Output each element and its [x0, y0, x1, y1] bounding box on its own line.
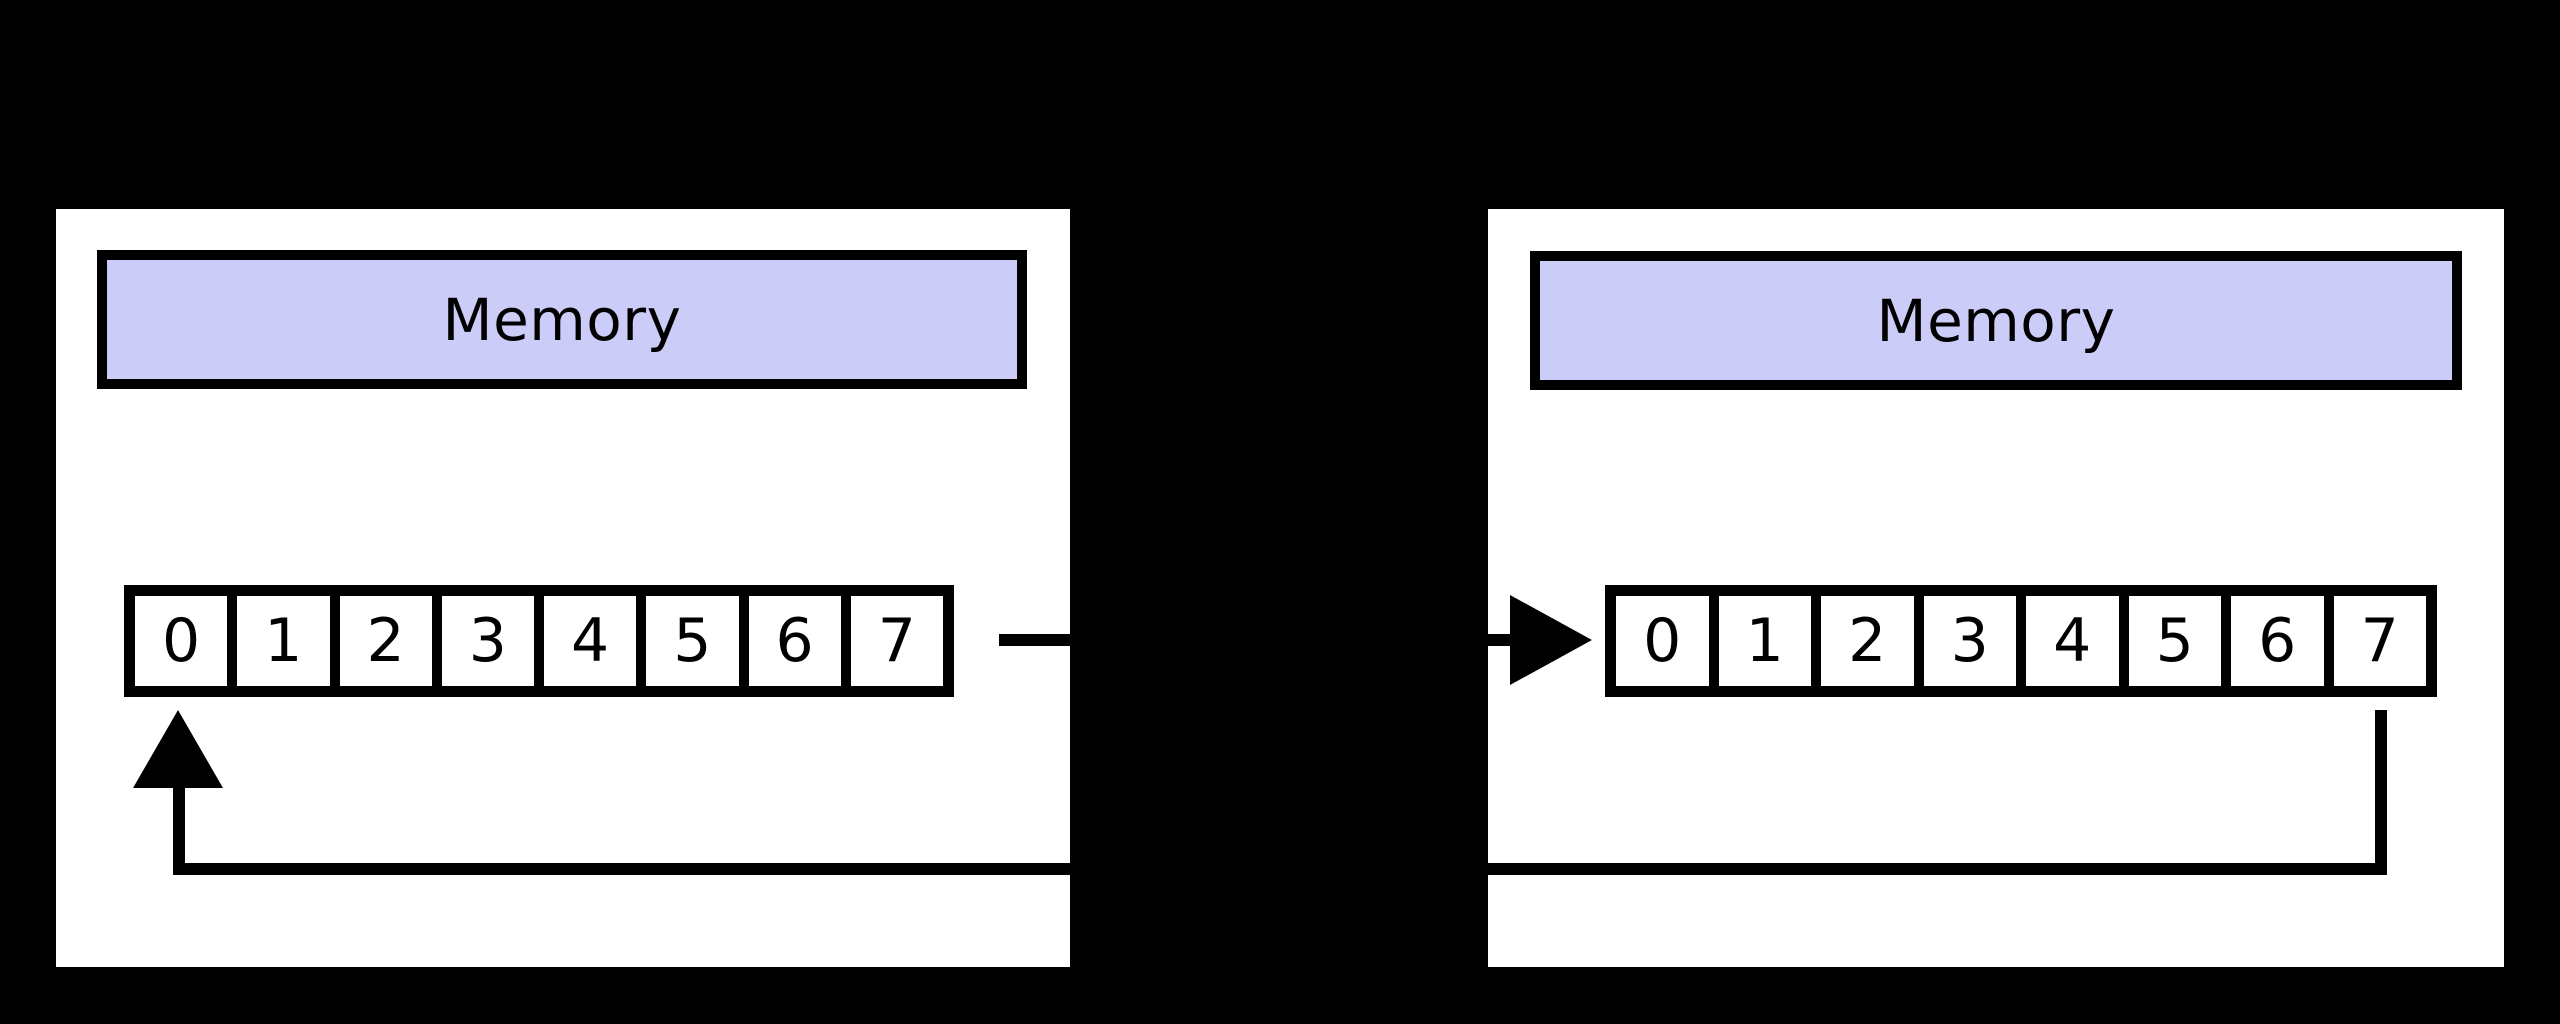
array-cell: 5 — [2123, 591, 2226, 691]
array-cell: 5 — [641, 591, 744, 691]
array-cell: 4 — [2021, 591, 2124, 691]
array-cell: 2 — [334, 591, 437, 691]
left-feedback-loop-line — [173, 863, 1070, 875]
array-cell: 3 — [436, 591, 539, 691]
right-arrow-icon — [1510, 595, 1592, 685]
array-cell: 3 — [1918, 591, 2021, 691]
right-memory-panel: Memory 0 1 2 3 4 5 6 7 — [1488, 209, 2504, 967]
left-cell-array: 0 1 2 3 4 5 6 7 — [124, 585, 954, 697]
right-feedback-loop-line — [1488, 863, 2387, 875]
array-cell: 7 — [845, 591, 948, 691]
right-memory-title: Memory — [1876, 286, 2116, 355]
left-memory-title: Memory — [442, 285, 682, 354]
right-memory-header: Memory — [1530, 251, 2462, 390]
up-arrow-icon — [133, 710, 223, 788]
right-input-line — [1488, 634, 1514, 646]
right-cell-array: 0 1 2 3 4 5 6 7 — [1605, 585, 2437, 697]
left-arrow-tail-line — [173, 786, 185, 875]
array-cell: 0 — [130, 591, 233, 691]
array-cell: 1 — [1713, 591, 1816, 691]
array-cell: 4 — [539, 591, 642, 691]
array-cell: 7 — [2328, 591, 2431, 691]
left-output-line — [999, 634, 1070, 646]
left-memory-header: Memory — [97, 250, 1027, 389]
array-cell: 0 — [1611, 591, 1714, 691]
right-arrow-drop-line — [2375, 710, 2387, 875]
left-memory-panel: Memory 0 1 2 3 4 5 6 7 — [56, 209, 1070, 967]
array-cell: 6 — [2226, 591, 2329, 691]
array-cell: 1 — [232, 591, 335, 691]
array-cell: 2 — [1816, 591, 1919, 691]
array-cell: 6 — [743, 591, 846, 691]
